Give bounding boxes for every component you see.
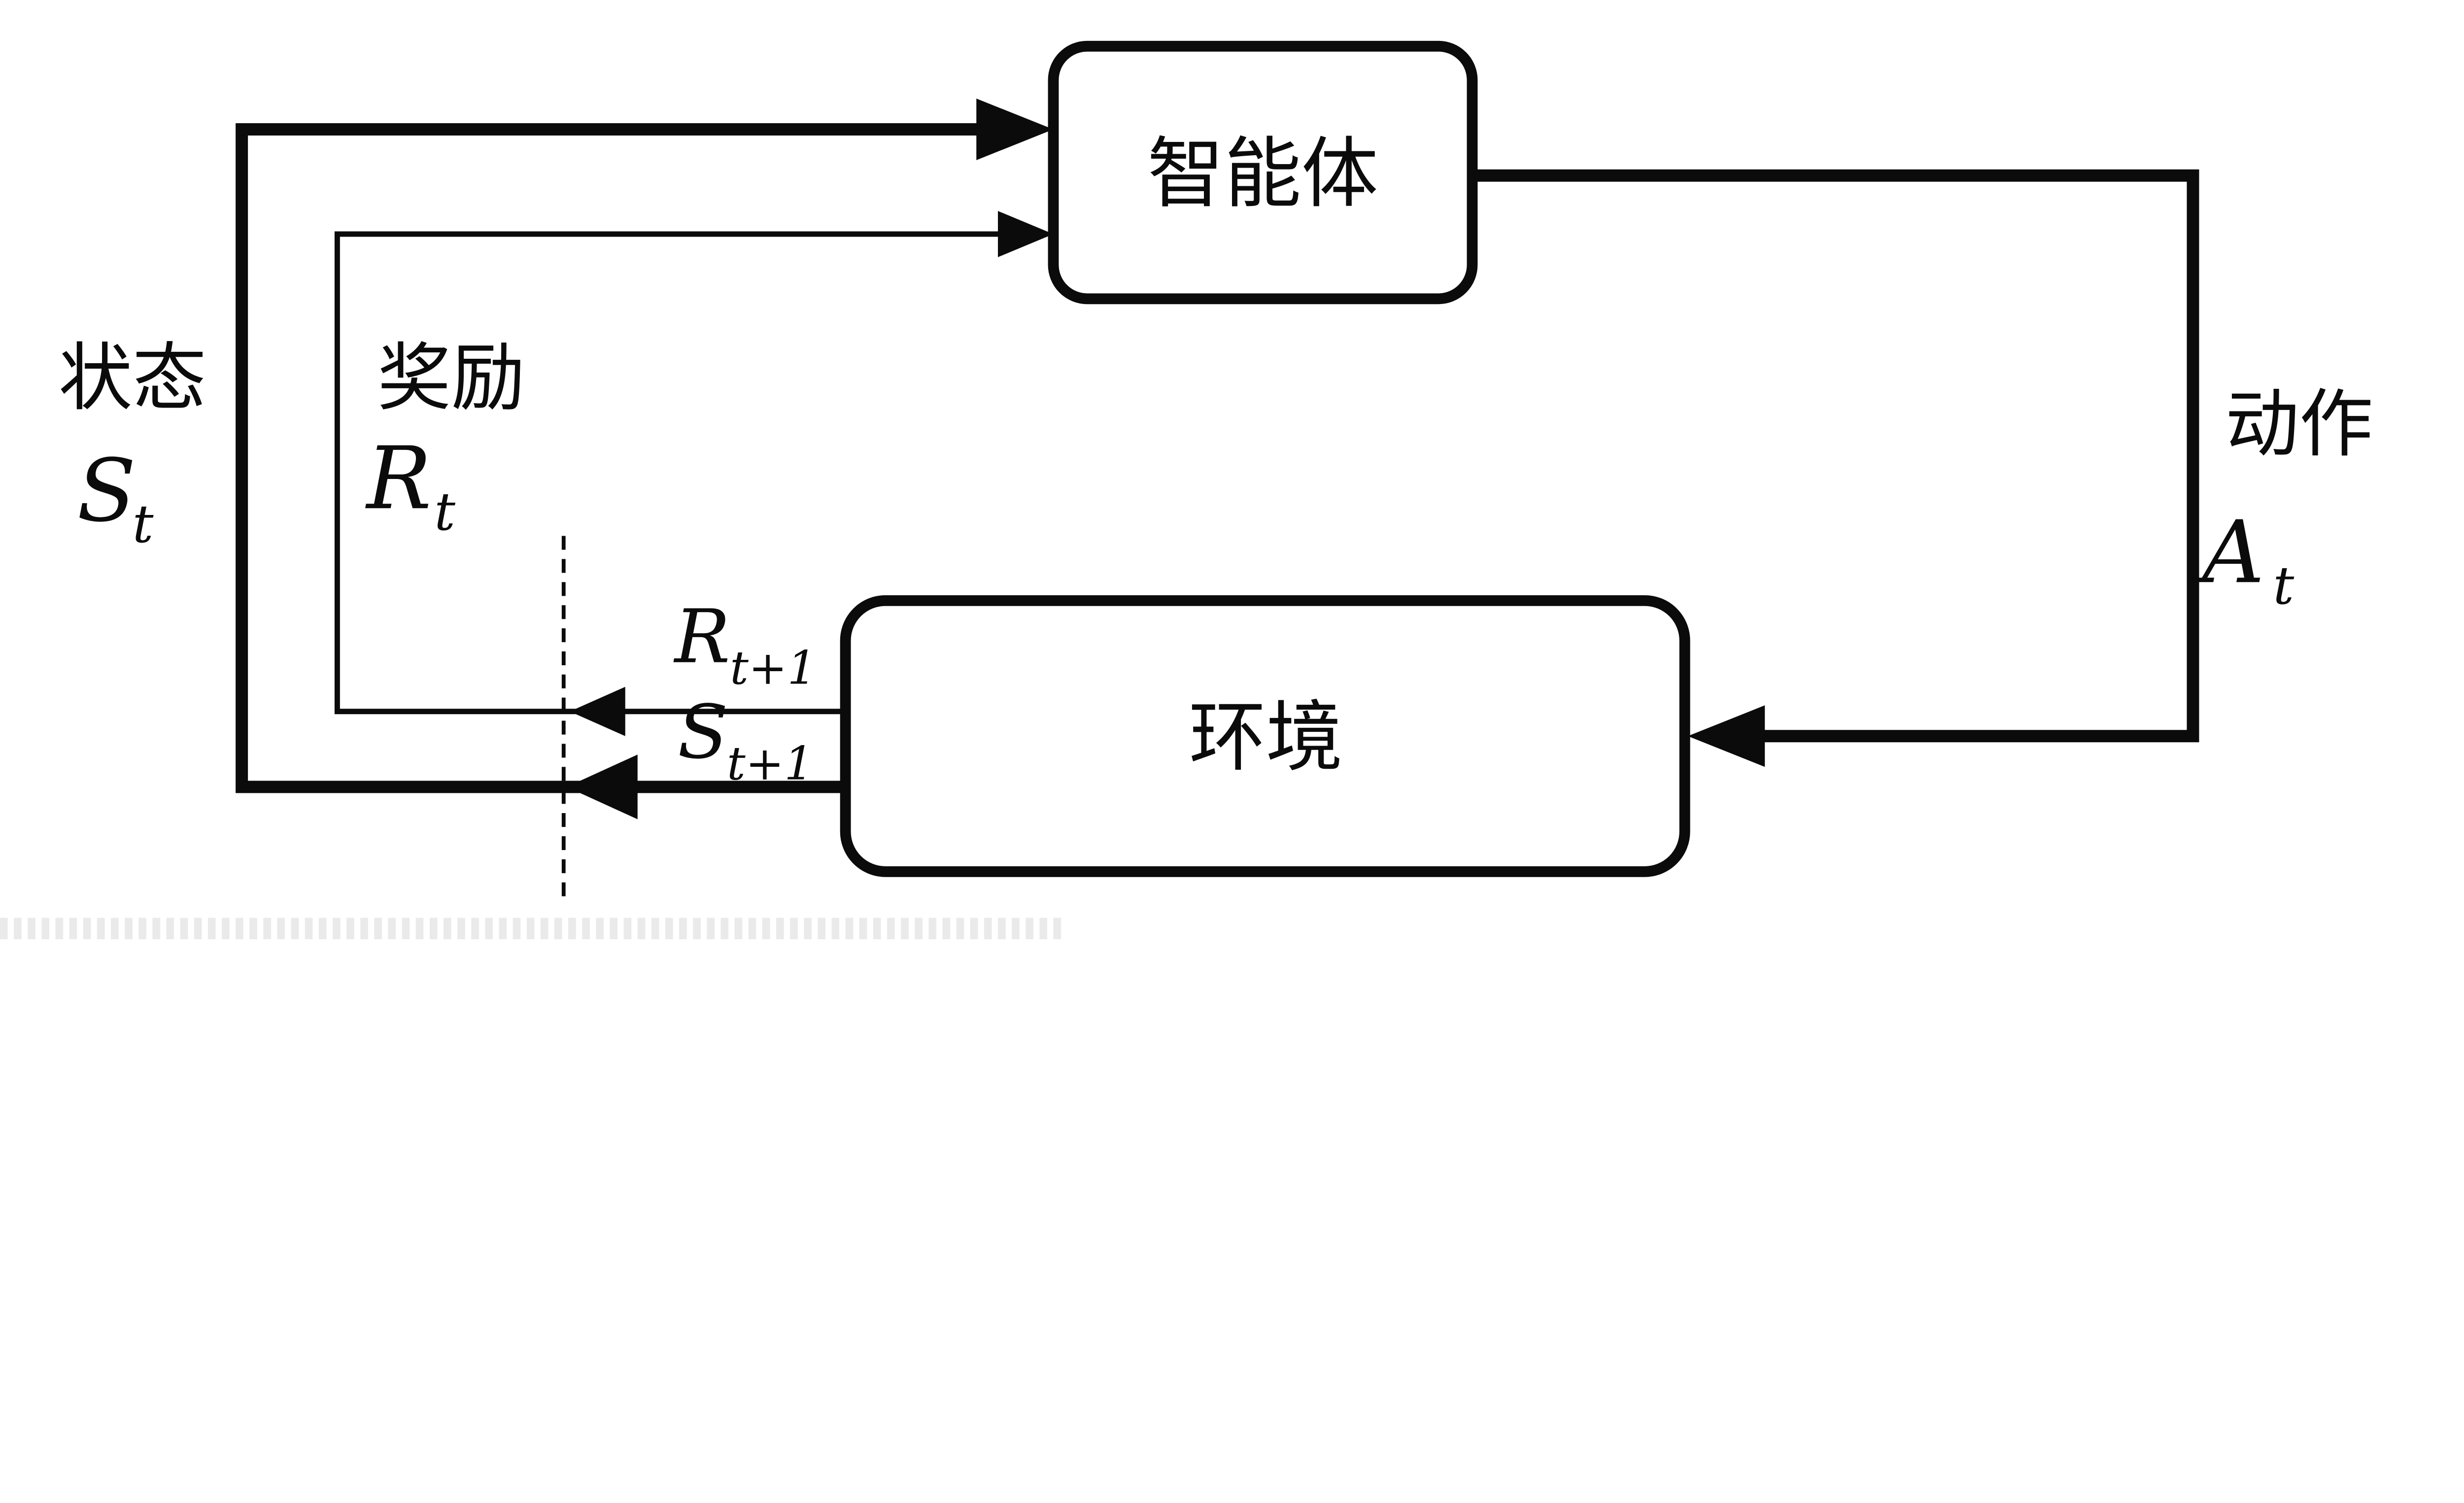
diagram-canvas: 智能体 环境 状态 S t 奖励 R t 动作 A t R t+1 S t+1 (0, 40, 2373, 940)
next-state-subscript: t+1 (727, 737, 814, 790)
next-reward-arrowhead-icon (570, 686, 625, 736)
action-label: 动作 (2225, 384, 2373, 466)
reward-symbol-subscript: t (434, 481, 455, 543)
reward-label: 奖励 (377, 338, 525, 420)
state-symbol-subscript: t (133, 494, 154, 555)
cropped-caption-artifact (0, 918, 1063, 940)
action-symbol: A (2195, 503, 2264, 603)
action-symbol-subscript: t (2273, 555, 2294, 616)
action-loop-line (1472, 169, 2199, 743)
next-reward-subscript: t+1 (730, 642, 817, 695)
next-reward-symbol: R (673, 594, 730, 680)
state-loop-line (236, 123, 1001, 793)
environment-label: 环境 (1189, 695, 1343, 781)
reward-arrowhead-into-agent-icon (998, 211, 1054, 257)
agent-box (1048, 40, 1478, 305)
reward-symbol: R (365, 429, 432, 529)
rl-agent-environment-diagram: 智能体 环境 状态 S t 奖励 R t 动作 A t R t+1 S t+1 (0, 40, 2373, 940)
state-symbol: S (77, 441, 136, 541)
state-label: 状态 (59, 338, 206, 420)
environment-box (840, 595, 1690, 877)
next-state-arrowhead-icon (567, 754, 638, 820)
next-state-symbol: S (678, 690, 728, 776)
agent-label: 智能体 (1147, 132, 1378, 217)
state-arrowhead-into-agent-icon (976, 99, 1054, 160)
action-arrowhead-into-environment-icon (1688, 705, 1765, 767)
